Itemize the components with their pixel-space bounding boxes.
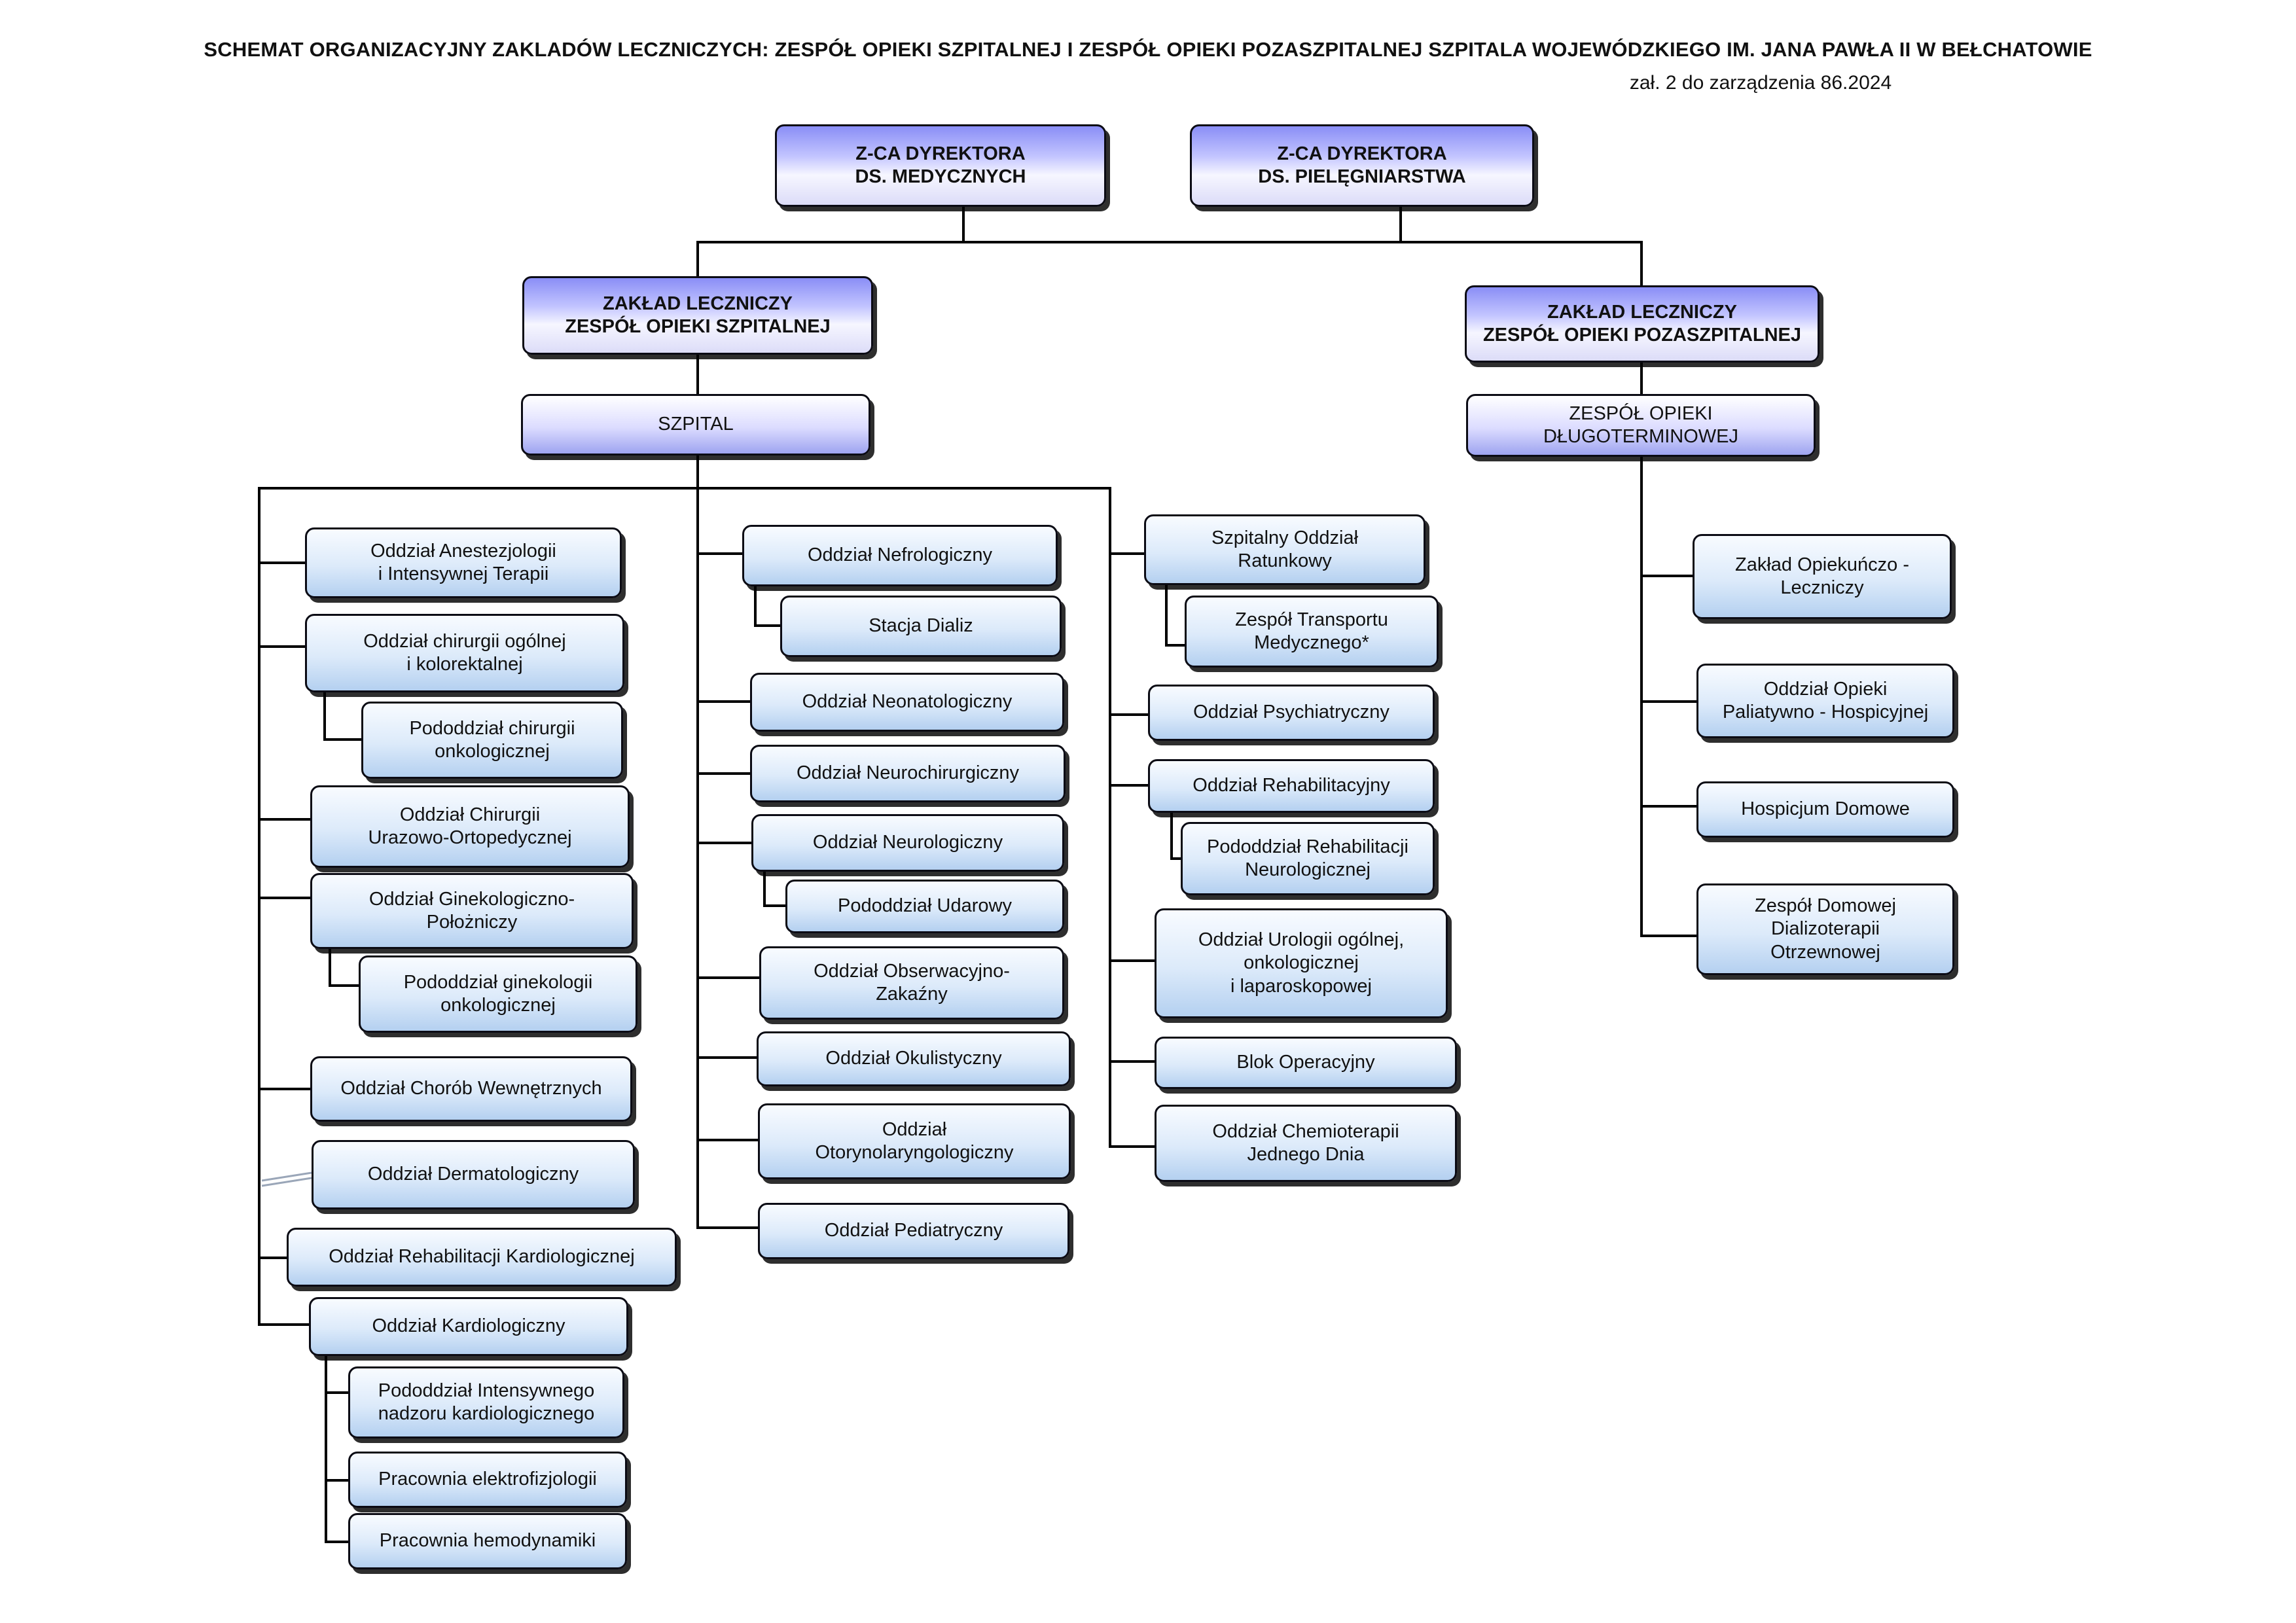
unit-stacja-dializ-label: Stacja Dializ [869,615,973,637]
dept-urazowo-ortopedyczny-label: Oddział Chirurgii Urazowo-Ortopedycznej [368,804,572,848]
subdept-udarowy-label: Pododdział Udarowy [838,895,1012,917]
unit-hospicjum-domowe-label: Hospicjum Domowe [1741,798,1910,820]
zaklad-szpitalny-label: ZAKŁAD LECZNICZY ZESPÓŁ OPIEKI SZPITALNE… [565,293,831,337]
dept-chemioterapia-label: Oddział Chemioterapii Jednego Dnia [1212,1120,1399,1165]
zaklad-pozaszpitalny-box: ZAKŁAD LECZNICZY ZESPÓŁ OPIEKI POZASZPIT… [1465,285,1820,363]
subdept-udarowy: Pododdział Udarowy [785,880,1064,933]
lab-elektrofizjologia: Pracownia elektrofizjologii [348,1452,627,1508]
unit-opiekunczo-leczniczy: Zakład Opiekuńczo - Leczniczy [1693,534,1952,619]
subdept-nadzor-kardiologiczny-label: Pododdział Intensywnego nadzoru kardiolo… [378,1380,595,1424]
unit-stacja-dializ: Stacja Dializ [780,596,1062,657]
subdept-rehabilitacja-neurologiczna: Pododdział Rehabilitacji Neurologicznej [1181,822,1435,895]
unit-blok-operacyjny-label: Blok Operacyjny [1236,1052,1375,1073]
unit-transport-medyczny-label: Zespół Transportu Medycznego* [1235,609,1388,653]
subdept-rehabilitacja-neurologiczna-label: Pododdział Rehabilitacji Neurologicznej [1207,836,1408,880]
dept-urologia: Oddział Urologii ogólnej, onkologicznej … [1155,908,1448,1018]
lab-elektrofizjologia-label: Pracownia elektrofizjologii [378,1469,597,1490]
dept-urazowo-ortopedyczny: Oddział Chirurgii Urazowo-Ortopedycznej [310,785,630,868]
dept-choroby-wewnetrzne-label: Oddział Chorób Wewnętrznych [340,1078,602,1099]
dept-dermatologia: Oddział Dermatologiczny [312,1140,635,1209]
dept-paliatywny-label: Oddział Opieki Paliatywno - Hospicyjnej [1722,678,1929,722]
dept-pediatria-label: Oddział Pediatryczny [824,1220,1003,1241]
dept-sor-label: Szpitalny Oddział Ratunkowy [1211,527,1359,571]
dept-rehabilitacja-kardiologiczna-label: Oddział Rehabilitacji Kardiologicznej [329,1246,635,1268]
director-medical-label: Z-CA DYREKTORA DS. MEDYCZNYCH [855,143,1026,187]
subdept-ginekologia-onkologiczna-label: Pododdział ginekologii onkologicznej [403,971,593,1016]
dept-okulistyka-label: Oddział Okulistyczny [825,1048,1002,1069]
dept-ginekologiczno-polozniczy: Oddział Ginekologiczno- Położniczy [310,873,634,949]
dept-pediatria: Oddział Pediatryczny [758,1203,1069,1259]
subdept-nadzor-kardiologiczny: Pododdział Intensywnego nadzoru kardiolo… [348,1366,624,1438]
dept-anestezjologia: Oddział Anestezjologii i Intensywnej Ter… [305,527,622,598]
dept-kardiologia-label: Oddział Kardiologiczny [372,1315,565,1337]
dept-okulistyka: Oddział Okulistyczny [757,1031,1071,1086]
dept-rehabilitacja-label: Oddział Rehabilitacyjny [1193,775,1390,796]
dept-neurochirurgia-label: Oddział Neurochirurgiczny [796,762,1020,784]
dept-neonatologia: Oddział Neonatologiczny [750,673,1064,732]
zaklad-szpitalny-box: ZAKŁAD LECZNICZY ZESPÓŁ OPIEKI SZPITALNE… [522,276,873,355]
dept-paliatywny: Oddział Opieki Paliatywno - Hospicyjnej [1696,664,1954,738]
dept-otorynolaryngologia-label: Oddział Otorynolaryngologiczny [815,1118,1014,1163]
opieka-dlugoterminowa-box: ZESPÓŁ OPIEKI DŁUGOTERMINOWEJ [1466,394,1816,457]
dept-neurologia-label: Oddział Neurologiczny [812,832,1003,853]
dept-nefrologia-label: Oddział Nefrologiczny [807,544,993,566]
dept-psychiatria-label: Oddział Psychiatryczny [1193,702,1390,723]
subdept-chirurgia-onkologiczna-label: Pododdział chirurgii onkologicznej [409,717,575,762]
szpital-label: SZPITAL [658,414,734,435]
dept-choroby-wewnetrzne: Oddział Chorób Wewnętrznych [310,1056,632,1122]
dept-chemioterapia: Oddział Chemioterapii Jednego Dnia [1155,1105,1457,1182]
dept-dermatologia-label: Oddział Dermatologiczny [367,1164,579,1185]
dept-nefrologia: Oddział Nefrologiczny [742,525,1058,586]
page-title: SCHEMAT ORGANIZACYJNY ZAKLADÓW LECZNICZY… [204,38,2092,61]
zaklad-pozaszpitalny-label: ZAKŁAD LECZNICZY ZESPÓŁ OPIEKI POZASZPIT… [1482,301,1802,346]
dept-neurologia: Oddział Neurologiczny [751,814,1064,872]
subdept-chirurgia-onkologiczna: Pododdział chirurgii onkologicznej [361,702,623,779]
dept-anestezjologia-label: Oddział Anestezjologii i Intensywnej Ter… [370,540,556,584]
opieka-dlugoterminowa-label: ZESPÓŁ OPIEKI DŁUGOTERMINOWEJ [1543,402,1739,447]
unit-hospicjum-domowe: Hospicjum Domowe [1696,781,1954,838]
unit-transport-medyczny: Zespół Transportu Medycznego* [1185,596,1439,668]
director-nursing-label: Z-CA DYREKTORA DS. PIELĘGNIARSTWA [1258,143,1466,187]
unit-dializoterapia-domowa: Zespół Domowej Dializoterapii Otrzewnowe… [1696,883,1954,975]
dept-obserwacyjno-zakazny: Oddział Obserwacyjno- Zakaźny [759,946,1064,1020]
dept-kardiologia: Oddział Kardiologiczny [309,1297,628,1356]
dept-neonatologia-label: Oddział Neonatologiczny [802,691,1013,713]
director-nursing-box: Z-CA DYREKTORA DS. PIELĘGNIARSTWA [1190,124,1534,207]
dept-otorynolaryngologia: Oddział Otorynolaryngologiczny [758,1103,1071,1179]
dept-ginekologiczno-polozniczy-label: Oddział Ginekologiczno- Położniczy [368,888,575,933]
lab-hemodynamika: Pracownia hemodynamiki [348,1513,627,1569]
dept-obserwacyjno-zakazny-label: Oddział Obserwacyjno- Zakaźny [814,960,1010,1005]
dept-chirurgia-ogolna: Oddział chirurgii ogólnej i kolorektalne… [305,614,624,692]
dept-urologia-label: Oddział Urologii ogólnej, onkologicznej … [1198,929,1405,997]
document-reference: zał. 2 do zarządzenia 86.2024 [1629,72,1892,94]
dept-psychiatria: Oddział Psychiatryczny [1148,685,1435,741]
unit-opiekunczo-leczniczy-label: Zakład Opiekuńczo - Leczniczy [1735,554,1909,598]
dept-sor: Szpitalny Oddział Ratunkowy [1144,514,1426,585]
director-medical-box: Z-CA DYREKTORA DS. MEDYCZNYCH [775,124,1106,207]
unit-dializoterapia-domowa-label: Zespół Domowej Dializoterapii Otrzewnowe… [1755,895,1896,963]
unit-blok-operacyjny: Blok Operacyjny [1155,1037,1457,1089]
subdept-ginekologia-onkologiczna: Pododdział ginekologii onkologicznej [359,955,637,1033]
szpital-box: SZPITAL [521,394,870,455]
dept-rehabilitacja-kardiologiczna: Oddział Rehabilitacji Kardiologicznej [287,1228,677,1287]
dept-neurochirurgia: Oddział Neurochirurgiczny [750,745,1066,802]
lab-hemodynamika-label: Pracownia hemodynamiki [379,1530,596,1552]
dept-chirurgia-ogolna-label: Oddział chirurgii ogólnej i kolorektalne… [363,630,566,675]
dept-rehabilitacja: Oddział Rehabilitacyjny [1148,759,1435,813]
